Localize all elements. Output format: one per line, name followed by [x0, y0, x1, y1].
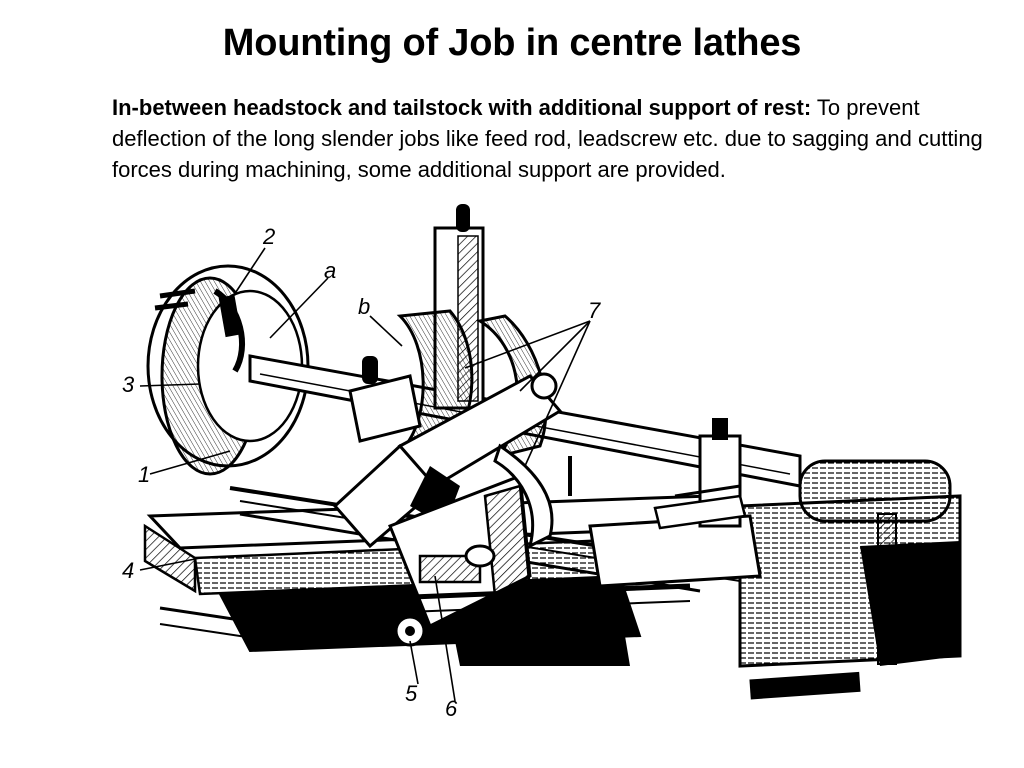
callout-label-b: b	[358, 294, 370, 319]
body-lead-bold: In-between headstock and tailstock with …	[112, 95, 812, 120]
callout-label-4: 4	[122, 558, 134, 583]
lathe-steady-rest-illustration: 2 a b 7 3 1 4 5 6	[100, 196, 970, 756]
callout-label-7: 7	[588, 298, 601, 323]
tailstock	[738, 459, 962, 700]
steady-rest	[332, 204, 572, 647]
callout-label-6: 6	[445, 696, 458, 721]
slide-title: Mounting of Job in centre lathes	[222, 22, 802, 64]
feed-rods	[304, 544, 691, 617]
lathe-drawing: 2 a b 7 3 1 4 5 6	[122, 204, 962, 721]
body-text-rest: To prevent deflection of the long slende…	[112, 95, 983, 182]
body-paragraph: In-between headstock and tailstock with …	[112, 92, 992, 185]
callout-label-5: 5	[405, 681, 418, 706]
callout-label-2: 2	[262, 224, 275, 249]
callout-label-a: a	[324, 258, 336, 283]
callout-label-3: 3	[122, 372, 135, 397]
callout-lines	[139, 247, 591, 702]
carriage-tool-post	[588, 418, 762, 588]
callout-label-1: 1	[138, 462, 150, 487]
